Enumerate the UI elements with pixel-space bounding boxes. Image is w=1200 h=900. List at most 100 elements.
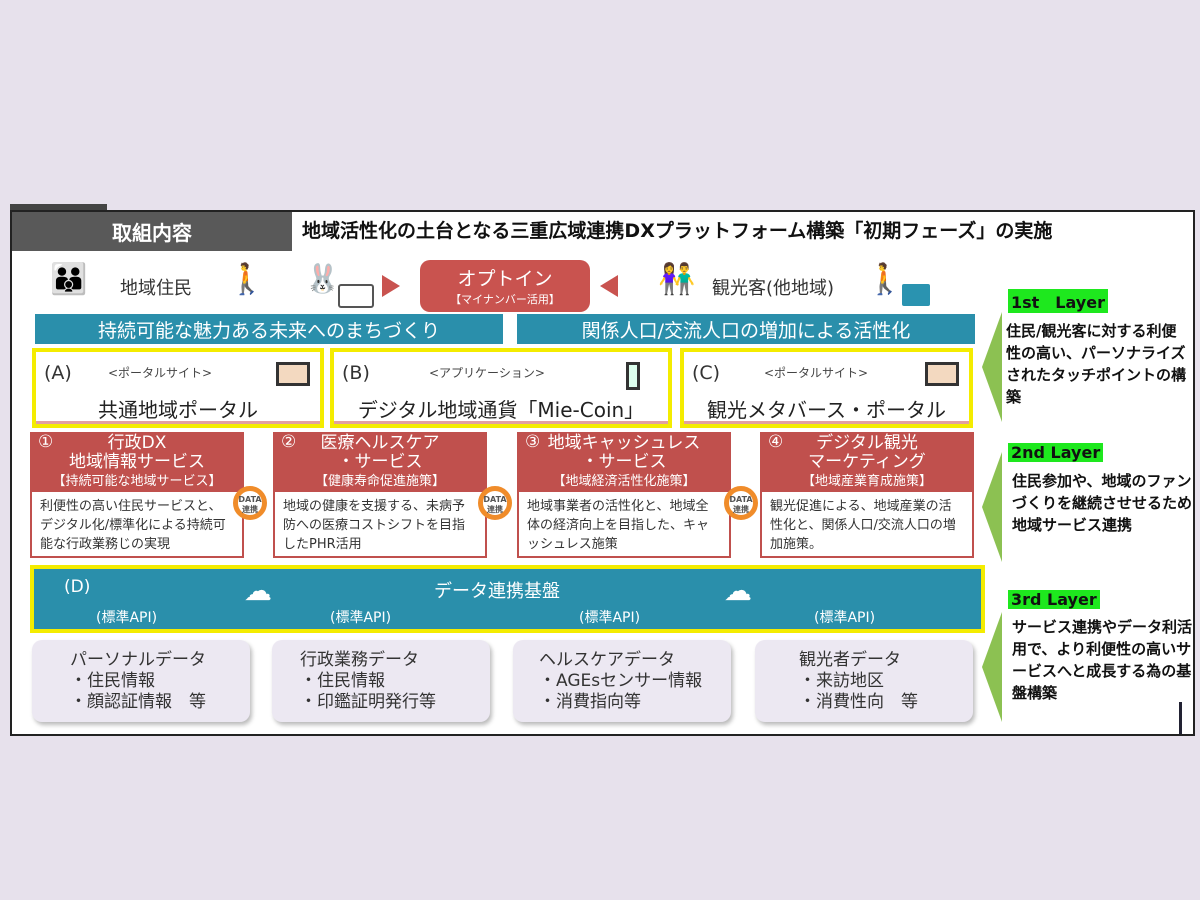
api-label: (標準API) — [814, 610, 876, 626]
optin-subtitle: 【マイナンバー活用】 — [450, 293, 560, 306]
data-link-bottom: 連携 — [242, 505, 258, 514]
dataset-title: パーソナルデータ — [70, 650, 206, 670]
service-title: デジタル観光 — [816, 433, 918, 453]
smartphone-icon — [626, 362, 640, 390]
laptop-icon — [276, 362, 310, 386]
layer-arrow-icon — [982, 312, 1002, 422]
data-platform-bar: (D) データ連携基盤 ☁ ☁ (標準API) (標準API) (標準API) … — [30, 565, 985, 633]
service-title: 行政DX — [107, 433, 167, 453]
touchpoint-c[interactable]: (C) <ポータルサイト> 観光メタバース・ポータル — [680, 348, 973, 428]
layer-2-label: 2nd Layer — [1008, 443, 1104, 462]
suitcase-icon — [902, 284, 930, 306]
touchpoint-type: <ポータルサイト> — [764, 366, 869, 380]
layer-1-label: 1st Layer — [1008, 289, 1108, 313]
touchpoint-type: <アプリケーション> — [429, 366, 545, 380]
service-number: ③ — [525, 432, 541, 452]
couple-icon: 👫 — [658, 262, 696, 297]
touchpoint-name: 観光メタバース・ポータル — [707, 398, 946, 422]
service-title: 医療ヘルスケア — [320, 433, 440, 453]
dataset-personal: パーソナルデータ・住民情報・顔認証情報 等 — [32, 640, 250, 722]
tourists-label: 観光客(他地域) — [712, 278, 835, 299]
dataset-item: ・住民情報 — [70, 671, 155, 691]
service-desc: 地域事業者の活性化と、地域全体の経済向上を目指した、キャッシュレス施策 — [517, 492, 731, 558]
dataset-title: 行政業務データ — [300, 650, 419, 670]
dataset-item: ・消費指向等 — [539, 692, 641, 712]
service-3: ③ 地域キャッシュレス・サービス【地域経済活性化施策】 地域事業者の活性化と、地域… — [517, 432, 731, 558]
touchpoint-code: (B) — [342, 362, 370, 384]
data-link-top: DATA — [483, 495, 507, 504]
dataset-item: ・住民情報 — [300, 671, 385, 691]
arrow-right-icon — [382, 275, 400, 297]
layer-3-label: 3rd Layer — [1008, 590, 1100, 609]
api-label: (標準API) — [579, 610, 641, 626]
mascot-card-icon: 🐰 — [305, 262, 340, 295]
id-card-icon — [338, 284, 374, 308]
service-tag: 【持続可能な地域サービス】 — [52, 474, 222, 489]
touchpoint-name: 共通地域ポータル — [98, 398, 258, 422]
optin-title: オプトイン — [457, 268, 553, 290]
dataset-health: ヘルスケアデータ・AGEsセンサー情報・消費指向等 — [513, 640, 731, 722]
layer-2-text: 住民参加や、地域のファンづくりを継続させせるため地域サービス連携 — [1012, 472, 1193, 534]
data-link-top: DATA — [238, 495, 262, 504]
touchpoint-code: (A) — [44, 362, 72, 384]
residents-label: 地域住民 — [120, 278, 192, 299]
platform-code: (D) — [64, 577, 91, 597]
cloud-sync-icon: ☁ — [724, 574, 752, 607]
platform-title: データ連携基盤 — [434, 581, 560, 602]
dataset-title: 観光者データ — [799, 650, 901, 670]
service-tag: 【健康寿命促進施策】 — [314, 474, 445, 489]
dataset-item: ・AGEsセンサー情報 — [539, 671, 703, 691]
page-marker — [1179, 702, 1182, 734]
arrow-left-icon — [600, 275, 618, 297]
touchpoint-a[interactable]: (A) <ポータルサイト> 共通地域ポータル — [32, 348, 324, 428]
layer-arrow-icon — [982, 452, 1002, 562]
data-link-bottom: 連携 — [733, 505, 749, 514]
slide-title: 地域活性化の土台となる三重広域連携DXプラットフォーム構築「初期フェーズ」の実施 — [302, 220, 1053, 242]
banner-activation: 関係人口/交流人口の増加による活性化 — [517, 314, 975, 344]
api-label: (標準API) — [96, 610, 158, 626]
service-title: ・サービス — [337, 452, 423, 472]
data-link-top: DATA — [729, 495, 753, 504]
dataset-item: ・来訪地区 — [799, 671, 884, 691]
touchpoint-b[interactable]: (B) <アプリケーション> デジタル地域通貨「Mie-Coin」 — [330, 348, 672, 428]
dataset-item: ・印鑑証明発行等 — [300, 692, 436, 712]
service-number: ① — [38, 432, 54, 452]
service-tag: 【地域経済活性化施策】 — [552, 474, 696, 489]
walking-person-icon: 🚶 — [866, 262, 904, 297]
data-link-bottom: 連携 — [487, 505, 503, 514]
api-label: (標準API) — [330, 610, 392, 626]
top-tab-bar — [10, 204, 107, 212]
service-2: ② 医療ヘルスケア・サービス【健康寿命促進施策】 地域の健康を支援する、未病予防へ… — [273, 432, 487, 558]
service-title: マーケティング — [808, 452, 926, 472]
layer-arrow-icon — [982, 612, 1002, 722]
service-desc: 地域の健康を支援する、未病予防への医療コストシフトを目指したPHR活用 — [273, 492, 487, 558]
layer-3-text: サービス連携やデータ利活用で、より利便性の高いサービスへと成長する為の基盤構築 — [1012, 618, 1193, 702]
service-number: ④ — [768, 432, 784, 452]
dataset-item: ・消費性向 等 — [799, 692, 918, 712]
header-label: 取組内容 — [12, 212, 292, 251]
cloud-sync-icon: ☁ — [244, 574, 272, 607]
optin-box: オプトイン 【マイナンバー活用】 — [420, 260, 590, 312]
service-number: ② — [281, 432, 297, 452]
touchpoint-name: デジタル地域通貨「Mie-Coin」 — [357, 398, 645, 422]
touchpoint-type: <ポータルサイト> — [108, 366, 213, 380]
service-title: 地域情報サービス — [69, 452, 205, 472]
service-title: 地域キャッシュレス — [547, 433, 701, 453]
service-title: ・サービス — [581, 452, 667, 472]
banner-sustainable: 持続可能な魅力ある未来へのまちづくり — [35, 314, 503, 344]
layer-1-text: 住民/観光客に対する利便性の高い、パーソナライズされたタッチポイントの構築 — [1006, 322, 1187, 406]
dataset-title: ヘルスケアデータ — [539, 650, 675, 670]
laptop-icon — [925, 362, 959, 386]
parent-stroller-icon: 🚶 — [228, 262, 266, 297]
family-icon: 👪 — [50, 262, 88, 297]
service-desc: 観光促進による、地域産業の活性化と、関係人口/交流人口の増加施策。 — [760, 492, 974, 558]
touchpoint-code: (C) — [692, 362, 721, 384]
dataset-admin: 行政業務データ・住民情報・印鑑証明発行等 — [272, 640, 490, 722]
service-desc: 利便性の高い住民サービスと、デジタル化/標準化による持続可能な行政業務じの実現 — [30, 492, 244, 558]
dataset-tourist: 観光者データ・来訪地区・消費性向 等 — [755, 640, 973, 722]
